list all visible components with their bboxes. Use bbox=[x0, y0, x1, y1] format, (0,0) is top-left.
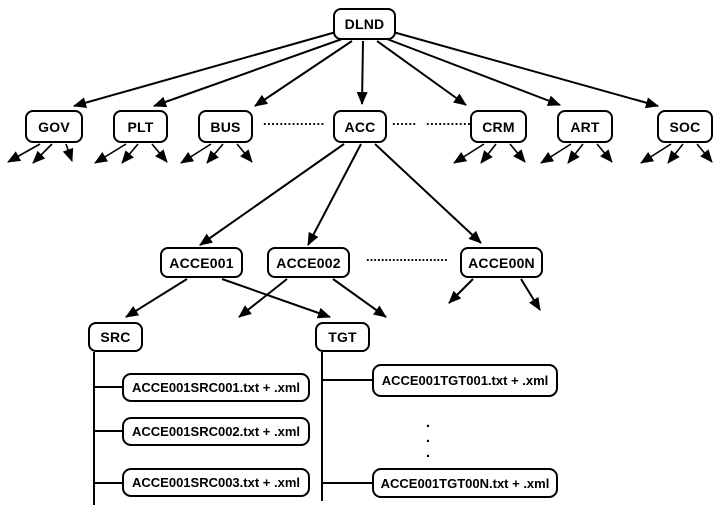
fan-art-3 bbox=[596, 143, 613, 163]
arrow-acce001-tgt bbox=[221, 278, 331, 319]
fan-art-2 bbox=[567, 143, 584, 164]
tgt-tree-lines bbox=[321, 352, 372, 501]
node-acc: ACC bbox=[333, 110, 387, 143]
fan-plt-1 bbox=[94, 143, 127, 164]
node-acce001: ACCE001 bbox=[160, 247, 243, 278]
dots-bus-acc: ............... bbox=[263, 113, 325, 128]
file-acce001src002: ACCE001SRC002.txt + .xml bbox=[122, 417, 310, 446]
fan-crm-1 bbox=[453, 143, 485, 164]
file-acce001tgt00n: ACCE001TGT00N.txt + .xml bbox=[372, 468, 558, 498]
arrow-dlnd-crm bbox=[376, 40, 467, 106]
file-acce001src003: ACCE001SRC003.txt + .xml bbox=[122, 468, 310, 497]
fan-crm-3 bbox=[509, 143, 526, 163]
node-gov: GOV bbox=[25, 110, 83, 143]
fan-plt-3 bbox=[151, 143, 168, 163]
arrow-acce002-left bbox=[238, 278, 288, 318]
arrow-dlnd-bus bbox=[254, 40, 353, 107]
fan-bus-3 bbox=[236, 143, 253, 163]
node-bus: BUS bbox=[198, 110, 253, 143]
arrow-acce002-right bbox=[332, 278, 387, 318]
dots-acc-crm-b: ........... bbox=[426, 113, 472, 128]
fan-soc-3 bbox=[696, 143, 713, 163]
arrow-acc-acce001 bbox=[199, 143, 345, 246]
arrow-acc-acce00n bbox=[374, 143, 482, 244]
dots-acce002-acce00n: ...................... bbox=[366, 249, 448, 264]
node-crm: CRM bbox=[470, 110, 527, 143]
fan-bus-2 bbox=[206, 143, 224, 164]
arrow-acce00n-right bbox=[520, 278, 541, 311]
acce-arrows bbox=[125, 278, 541, 319]
fan-art-1 bbox=[540, 143, 572, 164]
acc-arrows bbox=[199, 143, 482, 246]
node-soc: SOC bbox=[657, 110, 713, 143]
arrow-dlnd-plt bbox=[153, 38, 343, 108]
fan-bus-1 bbox=[180, 143, 212, 164]
fan-crm-2 bbox=[480, 143, 497, 164]
src-tree-lines bbox=[93, 352, 122, 505]
node-src: SRC bbox=[88, 322, 143, 352]
node-acce002: ACCE002 bbox=[267, 247, 350, 278]
node-acce00n: ACCE00N bbox=[460, 247, 543, 278]
file-acce001tgt001: ACCE001TGT001.txt + .xml bbox=[372, 364, 558, 397]
fan-soc-1 bbox=[640, 143, 672, 164]
arrow-acce00n-left bbox=[448, 278, 474, 304]
node-plt: PLT bbox=[113, 110, 168, 143]
fan-soc-2 bbox=[667, 143, 684, 164]
arrow-dlnd-art bbox=[386, 38, 561, 106]
arrow-acc-acce002 bbox=[307, 143, 362, 246]
arrow-dlnd-acc bbox=[356, 40, 368, 105]
node-tgt: TGT bbox=[315, 322, 370, 352]
fan-gov-3 bbox=[62, 143, 74, 162]
dots-tgt-vertical: . . . bbox=[425, 414, 431, 461]
root-arrows bbox=[73, 31, 659, 109]
fanout-arrows bbox=[7, 143, 713, 164]
node-art: ART bbox=[557, 110, 613, 143]
dots-acc-crm-a: ...... bbox=[392, 113, 417, 128]
node-dlnd: DLND bbox=[333, 8, 396, 40]
arrow-dlnd-gov bbox=[73, 31, 337, 109]
fan-gov-1 bbox=[7, 143, 41, 163]
file-acce001src001: ACCE001SRC001.txt + .xml bbox=[122, 373, 310, 402]
fan-gov-2 bbox=[32, 143, 53, 164]
arrow-dlnd-soc bbox=[392, 31, 659, 109]
fan-plt-2 bbox=[121, 143, 139, 164]
arrow-acce001-src bbox=[125, 278, 188, 318]
